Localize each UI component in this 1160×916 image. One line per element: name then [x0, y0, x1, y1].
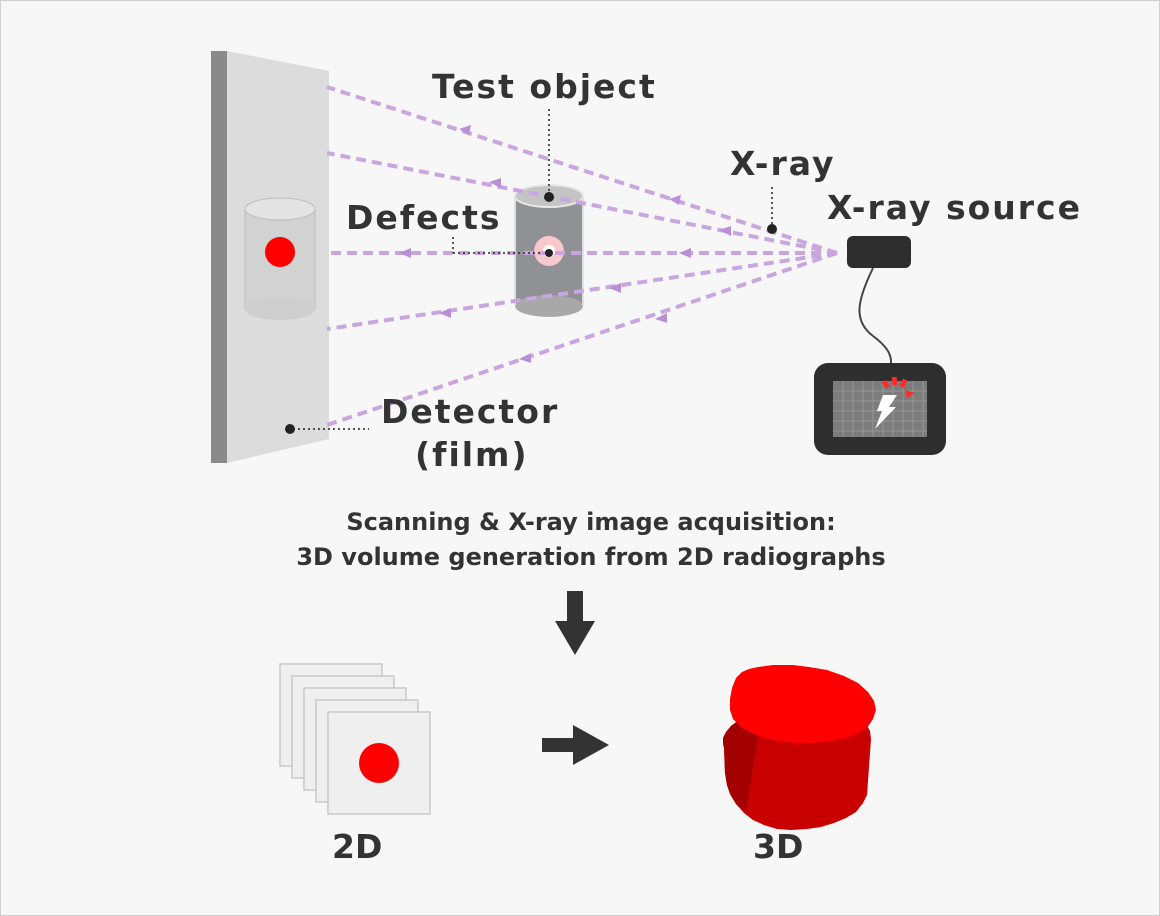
x-ray-source-device	[847, 236, 911, 268]
beam-arrow	[459, 125, 471, 135]
monitor-icon	[814, 363, 946, 455]
down-arrow-icon	[555, 591, 595, 655]
slice-defect	[359, 743, 399, 783]
x-ray-source-label: X-ray source	[827, 188, 1082, 227]
slice-stack-2d	[279, 663, 431, 815]
test-object-label: Test object	[432, 67, 657, 106]
x-ray-beam	[326, 251, 838, 427]
x-ray-beam	[326, 85, 838, 255]
volume-cylinder-3d	[723, 665, 876, 830]
beam-arrow	[669, 195, 681, 205]
radiation-signal-icon	[881, 376, 915, 398]
x-ray-beam	[326, 151, 838, 255]
caption-line-2: 3D volume generation from 2D radiographs	[296, 543, 886, 571]
beam-direction-arrows	[399, 125, 731, 363]
lightning-icon	[875, 395, 897, 429]
caption-line-1: Scanning & X-ray image acquisition:	[346, 508, 836, 536]
beam-arrow	[719, 226, 731, 236]
label-2d: 2D	[332, 827, 383, 866]
beam-arrow	[439, 308, 451, 318]
beam-arrow	[609, 283, 621, 293]
detector-sub-label: (film)	[415, 435, 529, 474]
leader-lines	[293, 109, 773, 430]
detector-label: Detector	[381, 392, 560, 431]
detector-defect-image	[265, 237, 295, 267]
beam-arrow	[679, 248, 691, 258]
beam-arrow	[519, 353, 531, 363]
leader-dots	[285, 192, 777, 434]
source-cable	[858, 267, 893, 368]
defects-label: Defects	[346, 198, 502, 237]
beam-arrow	[489, 178, 501, 188]
x-ray-beam	[326, 251, 838, 331]
x-ray-label: X-ray	[730, 144, 836, 183]
detector-panel	[211, 51, 329, 463]
beam-arrow	[655, 313, 667, 323]
right-arrow-icon	[542, 725, 609, 765]
beam-arrow	[399, 248, 411, 258]
label-3d: 3D	[753, 827, 804, 866]
x-ray-beams	[326, 85, 838, 427]
